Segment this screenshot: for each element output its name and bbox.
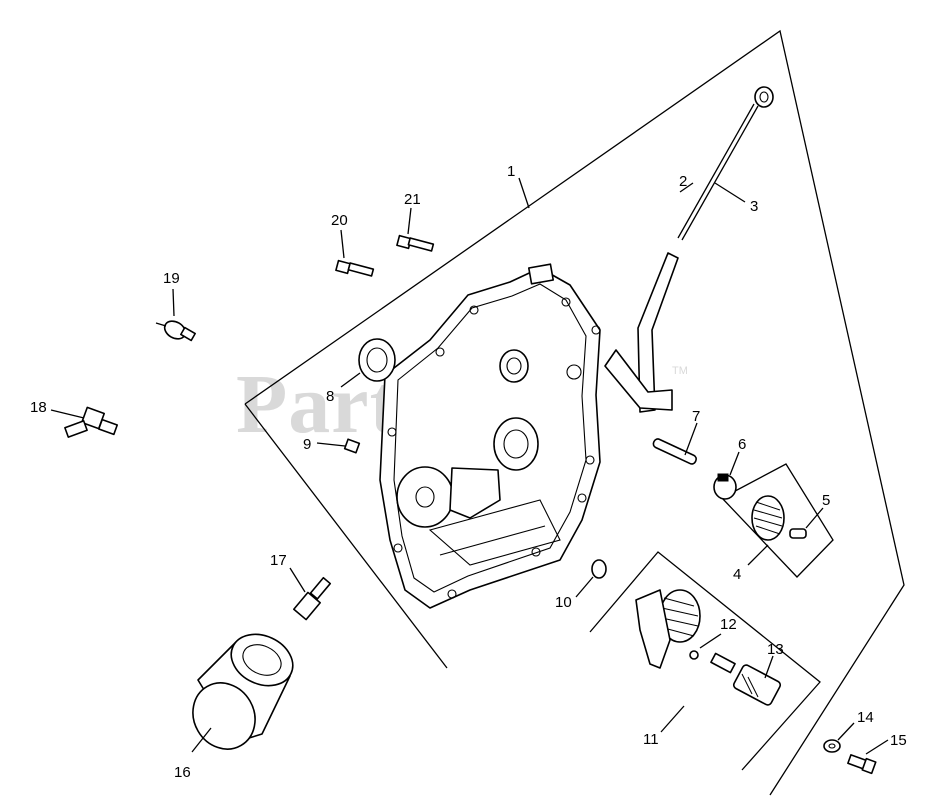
oil-filter[interactable] — [181, 625, 301, 761]
callout-17[interactable]: 17 — [270, 552, 287, 569]
washer[interactable] — [823, 739, 841, 753]
crankcase-group-outline-left — [244, 403, 448, 669]
callout-14[interactable]: 14 — [857, 709, 874, 726]
elbow-fitting[interactable] — [64, 406, 119, 438]
o-ring-small[interactable] — [689, 650, 699, 660]
callout-5[interactable]: 5 — [822, 492, 830, 509]
callout-18[interactable]: 18 — [30, 399, 47, 416]
callout-2[interactable]: 2 — [679, 173, 687, 190]
callout-11[interactable]: 11 — [643, 731, 659, 748]
callout-10[interactable]: 10 — [555, 594, 572, 611]
callout-1[interactable]: 1 — [507, 163, 515, 180]
oil-pickup[interactable] — [710, 652, 782, 706]
callout-8[interactable]: 8 — [326, 388, 334, 405]
callout-15[interactable]: 15 — [890, 732, 907, 749]
o-ring[interactable] — [591, 559, 607, 579]
watermark-trademark: TM — [672, 365, 688, 377]
governor-gear[interactable] — [751, 495, 785, 541]
oil-filter-nipple[interactable] — [293, 576, 332, 621]
screw[interactable] — [847, 754, 877, 775]
leader-lines — [50, 177, 889, 755]
governor-pin[interactable] — [789, 528, 807, 539]
callouts: 1 2 3 4 5 6 7 8 9 10 11 12 13 14 15 16 1… — [30, 163, 907, 781]
callout-12[interactable]: 12 — [720, 616, 737, 633]
governor-retainer[interactable] — [713, 473, 737, 500]
callout-3[interactable]: 3 — [750, 198, 758, 215]
oil-pump-group-outline — [589, 551, 821, 771]
dowel-pin[interactable] — [652, 438, 698, 466]
dipstick-tube[interactable] — [604, 252, 679, 413]
callout-20[interactable]: 20 — [331, 212, 348, 229]
callout-16[interactable]: 16 — [174, 764, 191, 781]
callout-13[interactable]: 13 — [767, 641, 784, 658]
callout-7[interactable]: 7 — [692, 408, 700, 425]
governor-group-outline — [721, 463, 834, 578]
crankcase-cover[interactable] — [379, 263, 601, 609]
callout-6[interactable]: 6 — [738, 436, 746, 453]
oil-pressure-switch[interactable] — [155, 318, 196, 343]
callout-19[interactable]: 19 — [163, 270, 180, 287]
callout-4[interactable]: 4 — [733, 566, 741, 583]
bolt-21[interactable] — [396, 234, 435, 252]
dipstick[interactable] — [677, 86, 774, 241]
set-screw[interactable] — [343, 438, 361, 454]
oil-pump-assembly[interactable] — [635, 589, 701, 669]
callout-21[interactable]: 21 — [404, 191, 421, 208]
crankcase-group-outline — [244, 29, 905, 796]
group-outlines — [244, 29, 905, 796]
oil-seal[interactable] — [358, 338, 396, 382]
bolt-20[interactable] — [335, 259, 375, 277]
callout-9[interactable]: 9 — [303, 436, 311, 453]
